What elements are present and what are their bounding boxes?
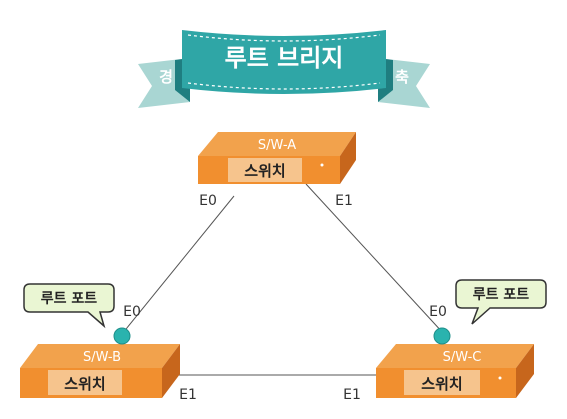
banner-right-tag: 축 bbox=[395, 68, 409, 86]
callout-c: 루트 포트 bbox=[455, 279, 547, 325]
switch-c-name: S/W-C bbox=[443, 350, 482, 365]
banner-title: 루트 브리지 bbox=[225, 44, 344, 72]
switch-a-label-box bbox=[228, 158, 302, 182]
switch-a: S/W-A 스위치 E0 E1 bbox=[198, 132, 356, 209]
switch-a-top bbox=[198, 132, 356, 156]
switch-b-port-e0: E0 bbox=[123, 304, 141, 320]
callout-c-bubble bbox=[455, 279, 547, 325]
links bbox=[121, 183, 445, 376]
switch-c-top bbox=[376, 344, 534, 368]
callout-b: 루트 포트 bbox=[23, 283, 115, 329]
switch-b: S/W-B 스위치 E0 E1 bbox=[20, 304, 197, 403]
switch-c-port-e1: E1 bbox=[343, 387, 361, 403]
switch-a-label: 스위치 bbox=[244, 162, 285, 180]
switch-a-name: S/W-A bbox=[258, 138, 296, 153]
link-a-b bbox=[121, 195, 235, 335]
switch-b-side bbox=[162, 344, 180, 398]
callout-b-bubble bbox=[23, 283, 115, 329]
switch-a-port-e1: E1 bbox=[335, 193, 353, 209]
link-a-c bbox=[305, 183, 445, 335]
root-port-dot-b bbox=[113, 327, 131, 345]
banner-ribbon bbox=[182, 30, 386, 94]
switch-c: S/W-C 스위치 E0 E1 bbox=[343, 304, 534, 403]
callout-b-text: 루트 포트 bbox=[41, 291, 98, 307]
switch-b-name: S/W-B bbox=[83, 350, 121, 365]
switch-c-side bbox=[516, 344, 534, 398]
switch-b-port-e1: E1 bbox=[179, 387, 197, 403]
root-port-dot-c bbox=[433, 327, 451, 345]
switch-b-top bbox=[20, 344, 180, 368]
switch-b-label-box bbox=[48, 370, 122, 395]
title-banner: 루트 브리지 경 축 bbox=[138, 30, 430, 108]
callout-c-text: 루트 포트 bbox=[473, 287, 530, 303]
switch-a-side bbox=[340, 132, 356, 184]
switch-c-port-e0: E0 bbox=[429, 304, 447, 320]
switch-c-label: 스위치 bbox=[421, 375, 462, 393]
banner-left-tag: 경 bbox=[159, 68, 173, 86]
switch-c-label-box bbox=[404, 370, 480, 395]
switch-a-port-e0: E0 bbox=[199, 193, 217, 209]
switch-b-label: 스위치 bbox=[64, 375, 105, 393]
